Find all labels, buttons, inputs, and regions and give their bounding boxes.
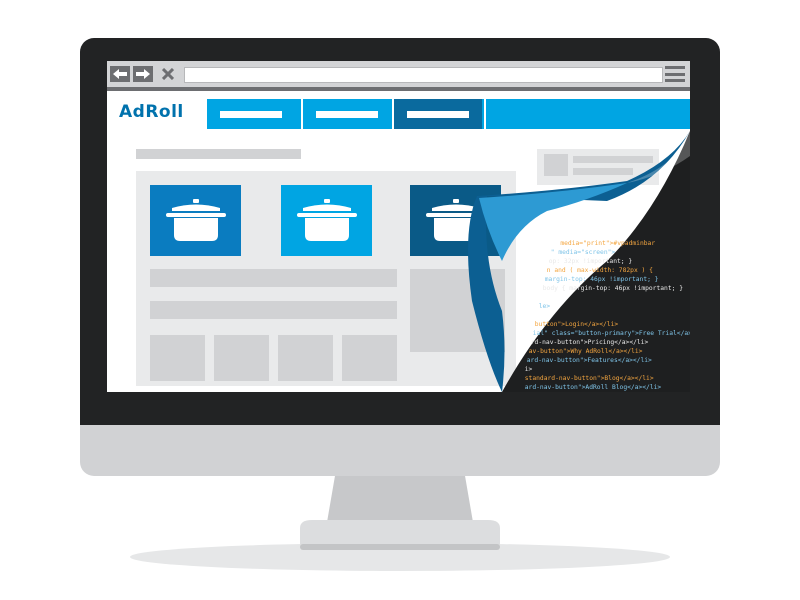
code-line: button">Login</a></li> — [512, 321, 619, 328]
arrow-left-icon — [113, 69, 127, 79]
tile-placeholder-2 — [214, 335, 269, 381]
code-line: av-button">Why AdRoll</a></li> — [506, 348, 643, 355]
nav-tab-1[interactable] — [205, 99, 295, 129]
code-line: ard-nav-button">AdRoll Blog</a></li> — [502, 384, 662, 391]
code-line: ial" class="button-primary">Free Trial</… — [532, 330, 690, 337]
cooking-pot-icon — [425, 198, 486, 241]
text-placeholder-1 — [150, 269, 397, 287]
sidebar-line-1 — [573, 156, 653, 163]
site-navigation: AdRoll — [107, 99, 690, 129]
nav-tab-2[interactable] — [301, 99, 391, 129]
monitor-chin — [80, 420, 720, 476]
code-line: standard-nav-button">Blog</a></li> — [502, 375, 654, 382]
browser-toolbar — [107, 61, 690, 91]
code-line: body { margin-top: 46px !important; } — [520, 285, 684, 292]
back-button[interactable] — [110, 66, 130, 82]
hamburger-menu-icon[interactable] — [665, 66, 685, 82]
adroll-logo[interactable]: AdRoll — [119, 102, 184, 122]
code-line: " media="screen"> — [528, 249, 616, 256]
nav-divider — [484, 99, 486, 129]
product-card-1[interactable] — [150, 185, 241, 256]
close-icon — [162, 68, 174, 80]
code-line: margin-top: 46px !important; } — [522, 276, 659, 283]
close-button[interactable] — [158, 66, 178, 82]
code-line: n and ( max-width: 782px ) { — [524, 267, 653, 274]
tile-placeholder-1 — [150, 335, 205, 381]
tile-placeholder-3 — [278, 335, 333, 381]
sidebar-thumb — [544, 154, 568, 176]
cooking-pot-icon — [296, 198, 357, 241]
cooking-pot-icon — [165, 198, 226, 241]
page-title-placeholder — [136, 149, 301, 159]
product-card-2[interactable] — [281, 185, 372, 256]
code-line: le> — [516, 303, 551, 310]
code-line: i> — [502, 366, 533, 373]
forward-button[interactable] — [133, 66, 153, 82]
code-line: op: 32px !important; } — [526, 258, 633, 265]
tile-placeholder-4 — [342, 335, 397, 381]
code-line: media="print">#vpadminbar — [530, 240, 656, 247]
text-placeholder-2 — [150, 301, 397, 319]
sidebar-line-2 — [573, 168, 633, 175]
nav-tab-3[interactable] — [392, 99, 482, 129]
arrow-right-icon — [136, 69, 150, 79]
address-bar[interactable] — [184, 67, 663, 83]
monitor-screen: AdRoll media="print">#vpadminbar " — [107, 61, 690, 392]
logo-container: AdRoll — [107, 99, 205, 129]
code-line: rd-nav-button">Pricing</a></li> — [508, 339, 649, 346]
page-curl — [468, 131, 690, 392]
code-line: ard-nav-button">Features</a></li> — [504, 357, 652, 364]
